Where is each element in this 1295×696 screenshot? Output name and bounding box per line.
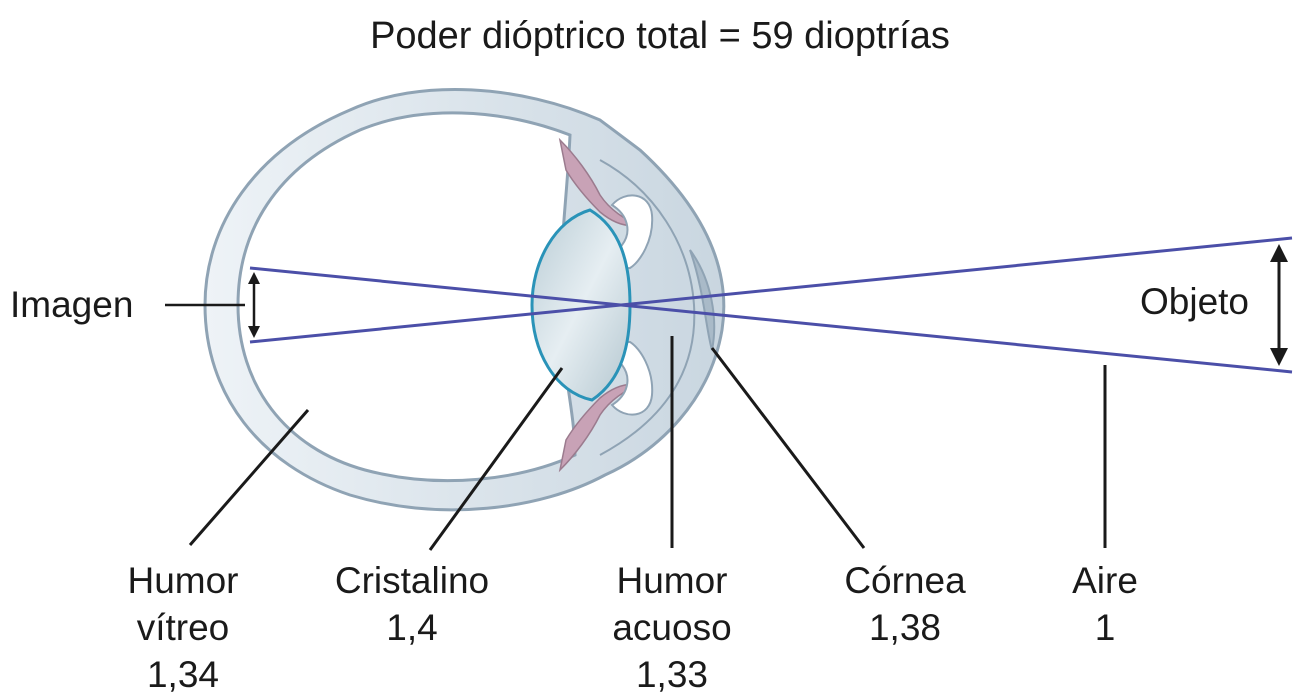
- label-acuoso-line1: Humor: [616, 560, 727, 601]
- label-imagen: Imagen: [10, 284, 133, 325]
- leader-cornea: [710, 347, 866, 549]
- label-vitreo-line2: vítreo: [137, 607, 230, 648]
- label-cornea: Córnea: [844, 560, 966, 601]
- label-acuoso-line2: acuoso: [612, 607, 731, 648]
- object-arrow: [1270, 244, 1288, 366]
- index-cornea: 1,38: [869, 607, 941, 648]
- index-aire: 1: [1095, 607, 1116, 648]
- crystalline-lens: [530, 208, 632, 402]
- ray-upper: [249, 266, 1293, 374]
- index-cristalino: 1,4: [386, 607, 437, 648]
- index-vitreo: 1,34: [147, 654, 219, 695]
- ray-lower: [249, 236, 1293, 344]
- label-aire: Aire: [1072, 560, 1138, 601]
- light-rays: [249, 236, 1293, 374]
- diagram-title: Poder dióptrico total = 59 dioptrías: [370, 15, 950, 57]
- leader-cristalino: [428, 367, 564, 551]
- label-objeto: Objeto: [1140, 281, 1249, 322]
- label-cristalino: Cristalino: [335, 560, 489, 601]
- eyeball: [203, 88, 726, 512]
- leader-lines: [188, 336, 1107, 551]
- image-arrow: [248, 272, 260, 338]
- media-labels: Humor vítreo 1,34 Cristalino 1,4 Humor a…: [127, 560, 1137, 695]
- label-vitreo-line1: Humor: [127, 560, 238, 601]
- leader-vitreo: [188, 409, 310, 546]
- cornea-inner: [599, 159, 696, 456]
- index-acuoso: 1,33: [636, 654, 708, 695]
